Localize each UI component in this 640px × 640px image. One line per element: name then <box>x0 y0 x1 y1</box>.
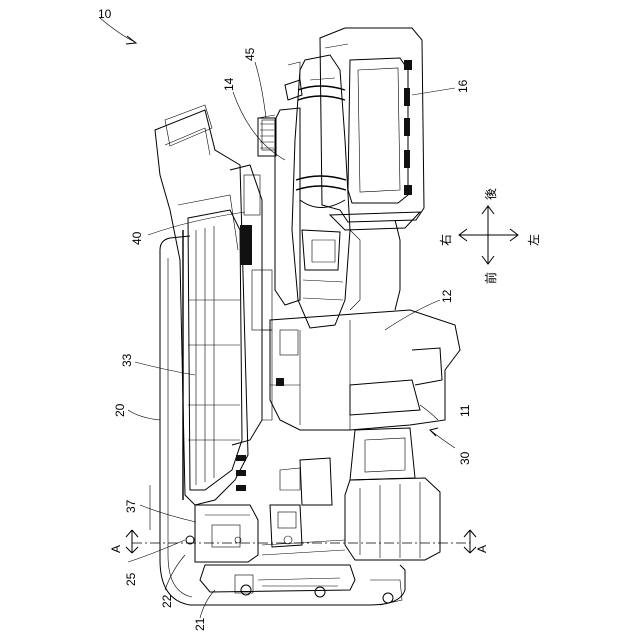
motor-housing <box>262 310 460 430</box>
front-knob <box>345 428 440 560</box>
label-25: 25 <box>124 572 138 586</box>
reference-labels: 10 45 14 16 40 12 33 20 11 30 37 25 22 2… <box>98 7 489 631</box>
label-45: 45 <box>243 47 257 61</box>
label-22: 22 <box>160 594 174 608</box>
battery-pack <box>320 28 424 230</box>
label-37: 37 <box>124 499 138 513</box>
battery-mount <box>258 108 400 310</box>
handle <box>285 55 350 328</box>
label-21: 21 <box>193 617 207 631</box>
label-30: 30 <box>458 451 472 465</box>
direction-left: 左 <box>526 234 541 246</box>
label-14: 14 <box>222 77 236 91</box>
direction-labels: 右 後 左 前 <box>438 188 541 284</box>
label-11: 11 <box>458 404 472 417</box>
blade-guard <box>155 105 272 505</box>
direction-right: 右 <box>438 234 453 246</box>
label-33: 33 <box>120 353 134 367</box>
direction-front: 前 <box>483 272 498 284</box>
section-label-right: A <box>475 545 489 553</box>
section-label-left: A <box>109 545 123 553</box>
bevel-mechanism <box>186 455 402 605</box>
label-20: 20 <box>113 403 127 417</box>
lock-switch <box>258 118 276 156</box>
direction-indicator <box>459 206 518 264</box>
label-10: 10 <box>98 7 112 21</box>
label-12: 12 <box>440 289 454 303</box>
label-40: 40 <box>130 231 144 245</box>
leader-lines <box>100 18 455 618</box>
direction-rear: 後 <box>484 188 498 200</box>
label-16: 16 <box>456 79 470 93</box>
